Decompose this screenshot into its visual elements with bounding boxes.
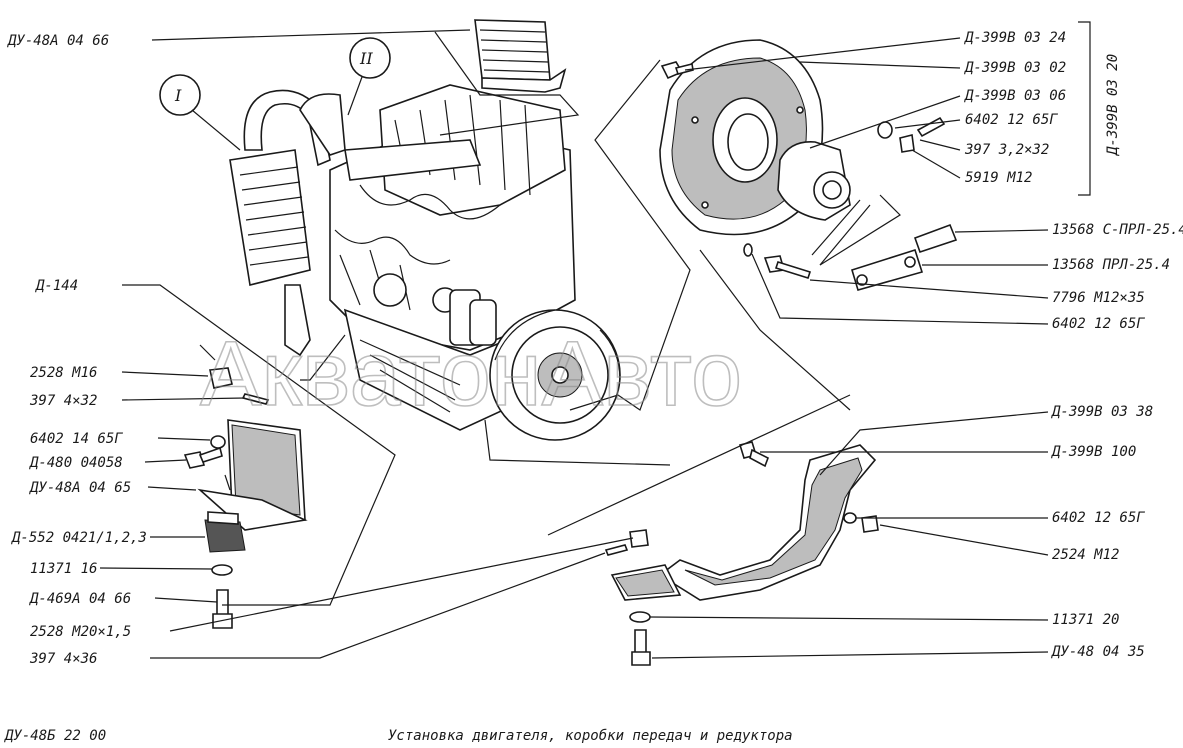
leader-lines-right (484, 21, 1091, 659)
labels-right: Д-399В 03 24 Д-399В 03 02 Д-399В 03 06 6… (964, 30, 1183, 660)
label-du48a-0466: ДУ-48А 04 66 (7, 33, 109, 49)
label-397-3-2x32: 397 3,2×32 (964, 142, 1049, 158)
top-cover-plate (434, 19, 580, 136)
label-11371-20: 11371 20 (1052, 612, 1119, 628)
drawing-title: Установка двигателя, коробки передач и р… (388, 728, 793, 744)
leader-lines-left (99, 29, 634, 659)
label-397-4x36: 397 4×36 (29, 651, 97, 667)
label-d399v-0302: Д-399В 03 02 (964, 60, 1066, 76)
label-bracket-d399v-0320: Д-399В 03 20 (1105, 54, 1121, 156)
clutch-disk-group (659, 39, 958, 291)
label-7796-m12x35: 7796 М12×35 (1052, 290, 1145, 306)
engine-assembly (229, 84, 621, 441)
label-d399v-0338: Д-399В 03 38 (1051, 404, 1153, 420)
label-d399v-0306: Д-399В 03 06 (964, 88, 1066, 104)
drawing-code: ДУ-48Б 22 00 (4, 728, 106, 744)
marker-group: I II (159, 37, 391, 151)
label-13568-prl: 13568 ПРЛ-25.4 (1052, 257, 1170, 273)
label-du48-0435: ДУ-48 04 35 (1051, 644, 1145, 660)
label-6402-12-65g-b: 6402 12 65Г (1052, 316, 1145, 332)
marker-II: II (359, 49, 373, 68)
label-d469a-0466: Д-469А 04 66 (29, 591, 131, 607)
label-d399v-100: Д-399В 100 (1051, 444, 1136, 460)
label-2528-m16: 2528 М16 (30, 365, 97, 381)
label-2524-m12: 2524 М12 (1052, 547, 1119, 563)
label-397-4x32: 397 4×32 (29, 393, 97, 409)
label-6402-12-65g-c: 6402 12 65Г (1052, 510, 1145, 526)
marker-I: I (174, 86, 182, 105)
label-d399v-0324: Д-399В 03 24 (964, 30, 1066, 46)
label-13568-s-prl: 13568 С-ПРЛ-25.4 (1052, 222, 1183, 238)
label-d144: Д-144 (35, 278, 78, 294)
label-d552-0421: Д-552 0421/1,2,3 (11, 530, 147, 546)
label-d480-04058: Д-480 04058 (29, 455, 123, 471)
label-6402-12-65g-a: 6402 12 65Г (965, 112, 1058, 128)
watermark: АкватонАвто (200, 323, 742, 425)
right-mount-group (604, 441, 879, 666)
label-2528-m20: 2528 М20×1,5 (30, 624, 131, 640)
left-mount-group (183, 344, 308, 629)
labels-left: ДУ-48А 04 66 Д-144 2528 М16 397 4×32 640… (7, 33, 147, 667)
label-6402-14-65g: 6402 14 65Г (30, 431, 123, 447)
label-5919-m12: 5919 М12 (965, 170, 1032, 186)
label-du48a-0465: ДУ-48А 04 65 (29, 480, 131, 496)
label-11371-16: 11371 16 (30, 561, 97, 577)
